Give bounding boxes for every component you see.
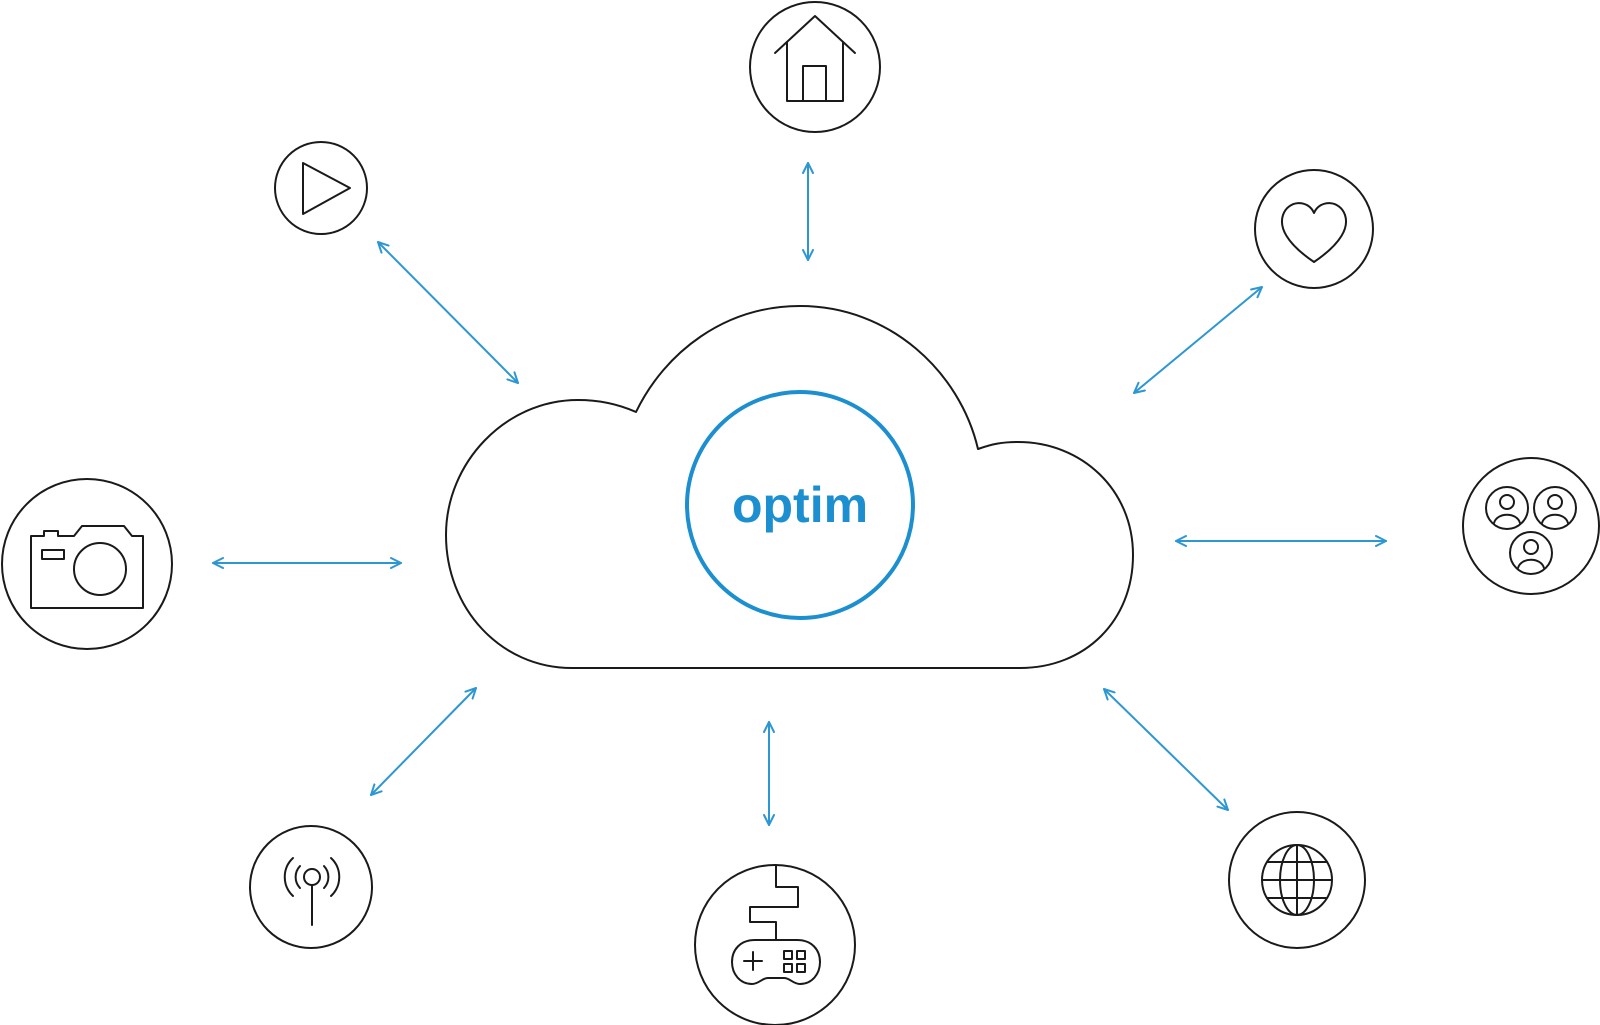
heart-node-ring (1254, 169, 1374, 289)
connection-play (377, 241, 519, 384)
globe-node-ring (1228, 811, 1366, 949)
broadcast-tower-icon (283, 857, 341, 926)
users-node (1462, 457, 1600, 595)
globe-node (1228, 811, 1366, 949)
cloud (445, 305, 1134, 669)
gamepad-node-ring (694, 864, 856, 1025)
gamepad-icon (731, 864, 821, 985)
cloud-outline (445, 305, 1134, 669)
connections (212, 162, 1387, 826)
camera-node-ring (1, 478, 173, 650)
connection-broadcast (370, 687, 477, 796)
users-icon (1485, 486, 1577, 575)
users-node-ring (1462, 457, 1600, 595)
broadcast-node (249, 825, 373, 949)
connection-heart (1133, 286, 1263, 394)
home-node (749, 1, 881, 133)
camera-node (1, 478, 173, 650)
home-node-ring (749, 1, 881, 133)
heart-node (1254, 169, 1374, 289)
connection-globe (1103, 688, 1229, 811)
brand-badge: optim (685, 390, 915, 620)
play-node (274, 141, 368, 235)
heart-icon (1281, 202, 1347, 263)
brand-ring (685, 390, 915, 620)
play-icon (302, 162, 351, 215)
brand-name: optim (732, 477, 868, 533)
home-icon (774, 15, 856, 102)
globe-icon (1261, 844, 1333, 916)
broadcast-node-ring (249, 825, 373, 949)
gamepad-node (694, 864, 856, 1025)
camera-icon (30, 525, 144, 609)
play-node-ring (274, 141, 368, 235)
